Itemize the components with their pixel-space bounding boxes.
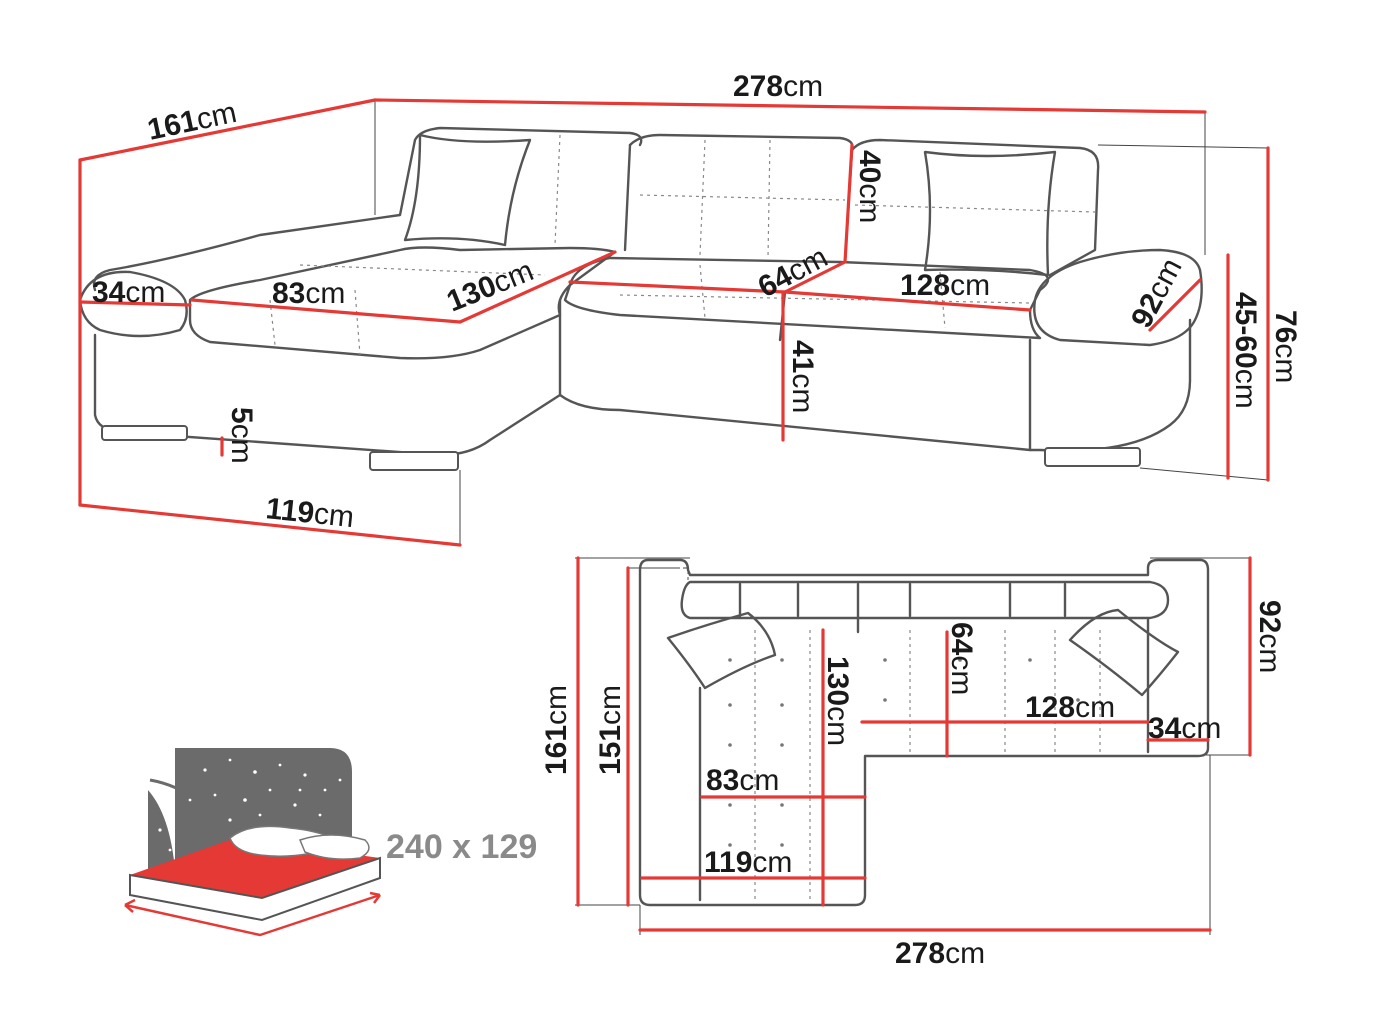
top-view-drawing bbox=[575, 557, 1250, 935]
left-pillow bbox=[403, 133, 532, 247]
dim-line-34 bbox=[78, 300, 192, 307]
dim-line-161 bbox=[78, 98, 377, 162]
bed-stars bbox=[158, 758, 342, 852]
bed-icon: 240 x 129 bbox=[124, 748, 537, 937]
dim-line-278-top bbox=[373, 98, 1207, 114]
label-total-height: 76cm bbox=[1269, 310, 1302, 383]
dim-line-64 bbox=[783, 260, 847, 294]
main-base bbox=[558, 318, 1192, 452]
back-cushion-right bbox=[850, 138, 1100, 277]
seam-10 bbox=[699, 264, 706, 319]
chaise-armrest bbox=[78, 270, 188, 338]
perspective-dimension-lines bbox=[78, 98, 1270, 547]
back-cushion-middle bbox=[628, 133, 854, 264]
bed-frame bbox=[129, 856, 381, 922]
top-labels: 161cm 151cm 130cm 64cm 128cm 34cm 83cm 1… bbox=[540, 600, 1286, 970]
main-seat-cushion bbox=[563, 256, 1050, 340]
label-seat-height: 41cm bbox=[786, 340, 819, 413]
label-top-inner-depth: 151cm bbox=[594, 685, 627, 775]
seam-4 bbox=[639, 194, 846, 201]
label-chaise-seat-width: 83cm bbox=[272, 277, 345, 310]
bed-dimension-line bbox=[124, 893, 381, 937]
label-top-back-depth: 92cm bbox=[1253, 600, 1286, 673]
label-seat-width: 128cm bbox=[900, 269, 990, 302]
label-headrest-width: 92cm bbox=[1125, 253, 1189, 333]
foot-chaise bbox=[369, 451, 459, 471]
label-armrest-width: 34cm bbox=[92, 276, 165, 309]
label-back-height: 40cm bbox=[853, 150, 886, 223]
label-top-armrest-width: 34cm bbox=[1148, 712, 1221, 745]
bed-arrow-left bbox=[124, 898, 136, 913]
right-armrest bbox=[1033, 248, 1203, 347]
label-chaise-width: 119cm bbox=[264, 492, 355, 534]
top-dimension-lines bbox=[576, 556, 1252, 932]
dim-line-92 bbox=[1148, 278, 1202, 332]
foot-left bbox=[101, 425, 188, 441]
chaise-seat-cushion bbox=[188, 246, 617, 360]
seam-9 bbox=[299, 264, 546, 276]
top-tufts bbox=[728, 658, 1080, 847]
bed-size-label: 240 x 129 bbox=[386, 828, 537, 866]
label-top-chaise-seat-width: 83cm bbox=[706, 764, 779, 797]
top-pillow-left bbox=[666, 611, 777, 690]
seam-8 bbox=[354, 289, 361, 356]
label-top-total-depth: 161cm bbox=[540, 685, 573, 775]
back-divider bbox=[623, 143, 632, 252]
dim-line-64-base bbox=[568, 280, 787, 294]
label-depth: 161cm bbox=[145, 96, 240, 147]
top-dashed-corner bbox=[648, 567, 689, 580]
foot-right bbox=[1044, 447, 1141, 467]
chaise-back bbox=[92, 126, 643, 292]
seam-6 bbox=[619, 294, 1031, 304]
dim-line-119 bbox=[78, 503, 462, 547]
seam-11 bbox=[939, 271, 946, 329]
seam-3 bbox=[767, 139, 771, 259]
top-pillow-right bbox=[1068, 608, 1180, 697]
dim-line-40 bbox=[843, 143, 854, 264]
seam-1 bbox=[554, 134, 561, 246]
label-top-seat-width: 128cm bbox=[1025, 691, 1115, 724]
bed-moon-curve bbox=[149, 778, 222, 841]
top-outline bbox=[638, 558, 1210, 907]
label-top-total-width: 278cm bbox=[895, 937, 985, 970]
label-leg-height: 5cm bbox=[225, 407, 258, 464]
label-total-width: 278cm bbox=[733, 70, 823, 103]
seam-2 bbox=[699, 139, 706, 256]
perspective-sofa-drawing bbox=[78, 99, 1269, 545]
dim-line-83 bbox=[190, 298, 462, 324]
perspective-box-right-bottom bbox=[1139, 467, 1269, 481]
dim-line-128 bbox=[783, 290, 1032, 312]
label-top-seat-depth: 64cm bbox=[945, 622, 978, 695]
label-height-range: 45-60cm bbox=[1229, 292, 1262, 409]
bed-pillow-2 bbox=[298, 834, 370, 860]
perspective-box-right-top bbox=[1097, 144, 1269, 149]
top-back-cushions bbox=[680, 580, 1170, 620]
label-top-chaise-width: 119cm bbox=[704, 846, 792, 879]
dim-line-130 bbox=[458, 250, 617, 324]
seam-5 bbox=[854, 204, 1096, 213]
label-top-chaise-depth: 130cm bbox=[821, 656, 854, 746]
bed-arrow-right bbox=[369, 891, 381, 904]
right-pillow bbox=[923, 150, 1057, 277]
